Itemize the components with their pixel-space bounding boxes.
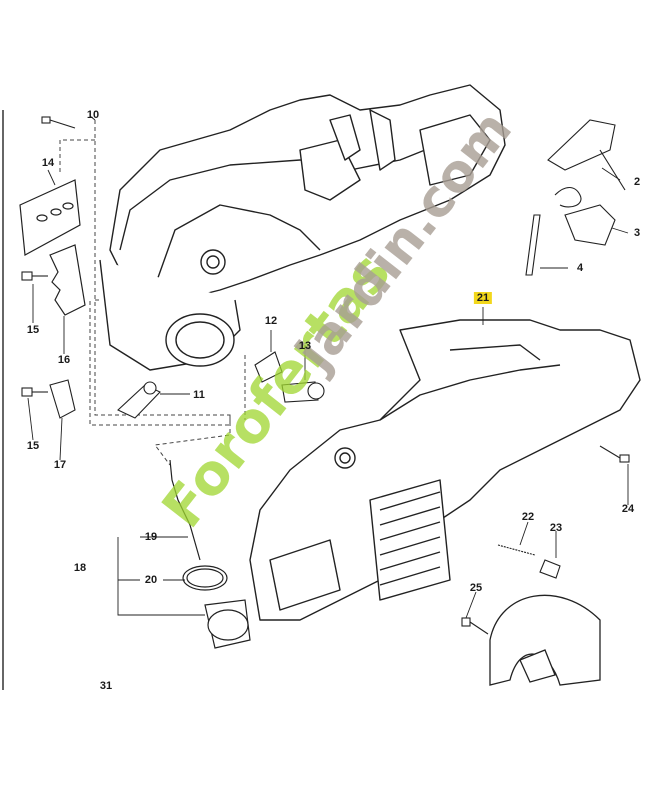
part-label-23: 23 — [549, 522, 563, 534]
chain-guide-part — [19, 179, 81, 256]
assembly-dashed-lines — [59, 120, 246, 466]
screw-part-24 — [599, 445, 630, 463]
part-label-14: 14 — [41, 157, 55, 169]
part-label-15-lower: 15 — [26, 440, 40, 452]
part-label-13: 13 — [298, 340, 312, 352]
pin-parts — [254, 351, 325, 403]
screw-part-25 — [461, 617, 489, 635]
bracket-part — [49, 379, 76, 419]
part-label-11: 11 — [193, 389, 205, 401]
part-label-19: 19 — [144, 531, 158, 543]
filter-parts — [169, 459, 251, 649]
part-label-17: 17 — [53, 459, 67, 471]
part-label-25: 25 — [469, 582, 483, 594]
part-label-18: 18 — [73, 562, 87, 574]
screw-parts — [21, 271, 48, 397]
part-label-20: 20 — [144, 574, 158, 586]
spring-screw-part — [117, 381, 161, 419]
throttle-parts — [525, 119, 626, 276]
spring-parts — [497, 544, 561, 579]
part-label-2: 2 — [633, 176, 641, 188]
part-label-24: 24 — [621, 503, 635, 515]
part-label-22: 22 — [521, 511, 535, 523]
part-label-31: 31 — [99, 680, 113, 692]
part-label-12: 12 — [264, 315, 278, 327]
top-screw-part — [41, 116, 76, 129]
part-label-10: 10 — [86, 109, 100, 121]
crankcase-housing — [99, 84, 506, 371]
rear-handle-part — [489, 594, 601, 686]
part-label-4: 4 — [576, 262, 584, 274]
part-label-16: 16 — [57, 354, 71, 366]
bumper-spike-part — [49, 244, 86, 316]
part-label-3: 3 — [633, 227, 641, 239]
starter-cover-part — [249, 319, 641, 621]
leader-lines — [27, 115, 629, 619]
part-label-21-highlighted: 21 — [473, 292, 493, 304]
part-label-15-upper: 15 — [26, 324, 40, 336]
